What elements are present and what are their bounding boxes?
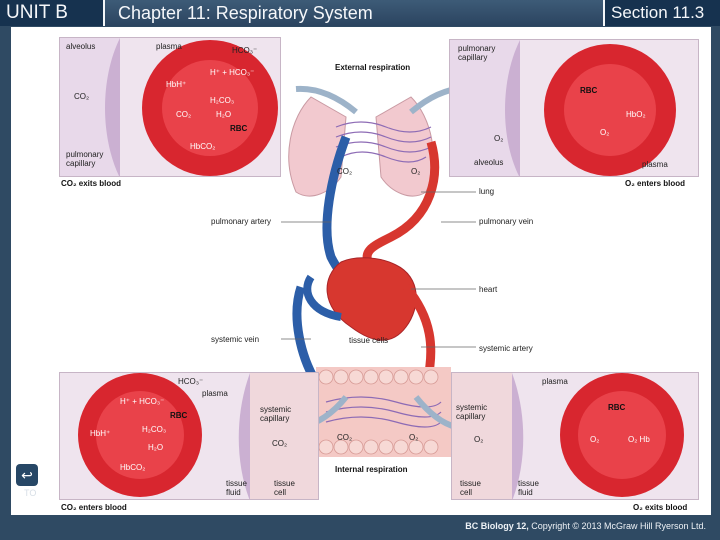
center-o2-low-label: O₂ (409, 433, 419, 442)
vena-cava (303, 274, 342, 321)
o2-exit-drawing (452, 373, 684, 499)
tissue-fluid-label: tissue fluid (226, 479, 247, 497)
respiration-diagram: alveolus plasma HCO₃⁻ H⁺ + HCO₃⁻ HbH⁺ CO… (11, 27, 711, 515)
rbc-label: RBC (580, 86, 598, 95)
heart-label: heart (479, 285, 498, 294)
plasma-label: plasma (156, 42, 182, 51)
tissue-cells-label: tissue cells (349, 336, 389, 345)
return-arrow-icon[interactable]: ↩ (16, 464, 38, 486)
copyright-notice: Copyright © 2013 McGraw Hill Ryerson Ltd… (531, 521, 706, 531)
center-co2-low-label: CO₂ (337, 433, 353, 442)
alveolus-label: alveolus (66, 42, 96, 51)
circulation-drawing (281, 85, 476, 457)
plasma-label: plasma (642, 160, 668, 169)
plasma-label: plasma (542, 377, 568, 386)
hbh-label: HbH⁺ (166, 80, 187, 89)
systemic-artery-label: systemic artery (479, 344, 533, 353)
internal-respiration-title: Internal respiration (335, 465, 408, 474)
co2-enter-drawing (78, 373, 318, 499)
hbco2-label: HbCO₂ (120, 463, 146, 472)
o2-exits-caption: O₂ exits blood (633, 503, 688, 512)
chapter-title: Chapter 11: Respiratory System (118, 3, 373, 23)
unit-label: UNIT B (0, 0, 105, 26)
h-hco3-label: H⁺ + HCO₃⁻ (210, 68, 255, 77)
lung-label: lung (479, 187, 495, 196)
co2-exits-caption: CO₂ exits blood (61, 179, 122, 188)
o2-label-b: O₂ (600, 128, 610, 137)
panel-co2-exits: alveolus plasma HCO₃⁻ H⁺ + HCO₃⁻ HbH⁺ CO… (59, 37, 281, 177)
hb-label: O₂ Hb (628, 435, 650, 444)
rbc-label: RBC (230, 124, 248, 133)
systemic-capillary-label: systemic capillary (456, 403, 488, 421)
co2-inner-label: CO₂ (176, 110, 192, 119)
book-title: BC Biology 12, (465, 521, 529, 531)
co2-exit-drawing (60, 38, 278, 176)
panel-o2-exits: plasma RBC systemic capillary O₂ O₂ O₂ H… (451, 372, 699, 500)
pulmonary-capillary-net (335, 121, 432, 163)
hco3-label: HCO₃⁻ (178, 377, 204, 386)
copyright-text: BC Biology 12, Copyright © 2013 McGraw H… (465, 521, 706, 531)
co2-label: CO₂ (74, 92, 90, 101)
pulmonary-capillary-label: pulmonary capillary (66, 150, 104, 168)
hco3-label: HCO₃⁻ (232, 46, 258, 55)
pulmonary-artery-label: pulmonary artery (211, 217, 272, 226)
h2co3-label: H₂CO₃ (210, 96, 235, 105)
center-co2-label: CO₂ (337, 167, 353, 176)
alveolus-label: alveolus (474, 158, 504, 167)
systemic-capillary-label: systemic capillary (260, 405, 292, 423)
co2-label: CO₂ (272, 439, 288, 448)
pulmonary-vein-label: pulmonary vein (479, 217, 534, 226)
external-respiration-title: External respiration (335, 63, 411, 72)
o2-enter-drawing (450, 40, 676, 176)
plasma-label: plasma (202, 389, 228, 398)
section-label: Section 11.3 (603, 0, 720, 26)
rbc-label: RBC (170, 411, 188, 420)
h2o-label: H₂O (216, 110, 232, 119)
co2-enters-caption: CO₂ enters blood (61, 503, 127, 512)
pulmonary-capillary-label: pulmonary capillary (458, 44, 496, 62)
hbo2-label: HbO₂ (626, 110, 646, 119)
tissue-fluid-label: tissue fluid (518, 479, 539, 497)
h2o-label: H₂O (148, 443, 164, 452)
systemic-vein-label: systemic vein (211, 335, 260, 344)
title-bar (0, 0, 720, 26)
o2-label-a: O₂ (494, 134, 504, 143)
leader-lines (281, 191, 476, 348)
hbco2-label: HbCO₂ (190, 142, 216, 151)
panel-o2-enters: pulmonary capillary RBC HbO₂ O₂ O₂ alveo… (449, 39, 699, 177)
h2co3-label: H₂CO₃ (142, 425, 167, 434)
o2-enters-caption: O₂ enters blood (625, 179, 686, 188)
tissue-cells (316, 367, 451, 457)
panel-co2-enters: HCO₃⁻ plasma H⁺ + HCO₃⁻ RBC HbH⁺ H₂CO₃ H… (59, 372, 319, 500)
o2-label-b: O₂ (590, 435, 600, 444)
pulmonary-vein (362, 140, 440, 270)
tissue-cell-label: tissue cell (460, 479, 481, 497)
to-label[interactable]: TO (24, 488, 37, 498)
heart (326, 257, 417, 341)
o2-label-a: O₂ (474, 435, 484, 444)
rbc-label: RBC (608, 403, 626, 412)
footer-bar (0, 516, 720, 540)
tissue-cell-label: tissue cell (274, 479, 295, 497)
h-hco3-label: H⁺ + HCO₃⁻ (120, 397, 165, 406)
hbh-label: HbH⁺ (90, 429, 111, 438)
center-o2-label: O₂ (411, 167, 421, 176)
